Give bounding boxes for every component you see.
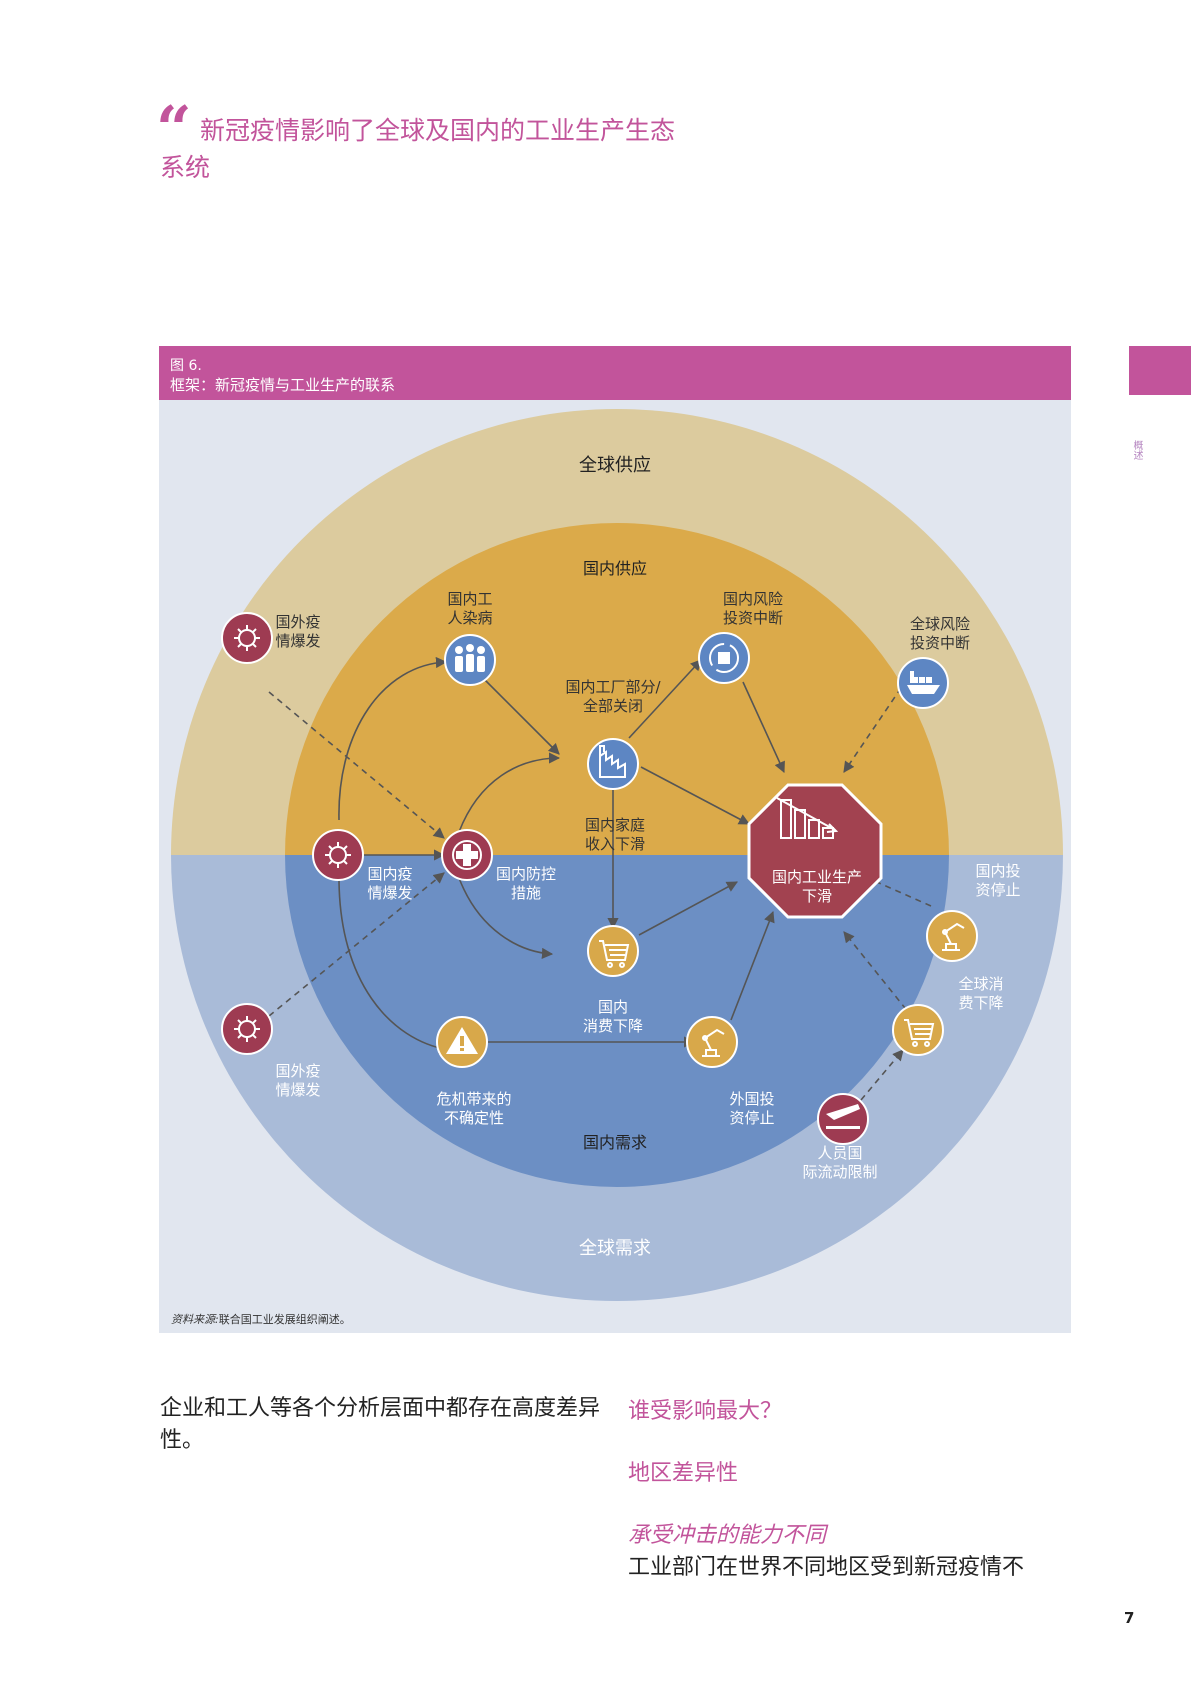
ring-label-domestic-supply: 国内供应: [582, 559, 648, 578]
arrow-factory-to-decline: [640, 766, 750, 825]
label-foreign-outbreak-top: 国外疫 情爆发: [275, 613, 321, 650]
domestic-demand-ring: [285, 855, 949, 1187]
factory-icon: [599, 745, 626, 778]
foreign-investment-stop-node: [686, 1016, 738, 1068]
foreign-outbreak-bottom-node: [221, 1003, 273, 1055]
arrow-investment-stop-to-decline: [859, 873, 932, 907]
arrow-risk-to-decline: [742, 681, 785, 774]
domestic-investment-stop-node: [926, 910, 978, 962]
arrow-global-consumption-to-decline: [843, 931, 914, 1019]
diagram-canvas: [171, 409, 1063, 1301]
arrow-measures-to-consumption: [458, 877, 554, 959]
foreign-outbreak-top-node: [221, 612, 273, 664]
label-domestic-measures: 国内防控 措施: [495, 865, 557, 902]
label-worker-infection: 国内工 人染病: [447, 590, 493, 627]
arrow-foreign-outbreak2-to-measures: [268, 872, 445, 1017]
ring-label-global-supply: 全球供应: [579, 455, 651, 476]
arrow-global-risk-to-decline: [843, 687, 902, 773]
label-foreign-outbreak-bottom: 国外疫 情爆发: [275, 1062, 321, 1099]
label-household-income: 国内家庭 收入下滑: [584, 816, 646, 853]
arrow-outbreak-to-workers-main: [338, 656, 448, 821]
robot-arm-icon: [702, 1028, 725, 1057]
label-foreign-investment-stop: 外国投 资停止: [729, 1090, 775, 1127]
mobility-restriction-node: [817, 1093, 869, 1145]
cargo-ship-icon: [907, 671, 940, 694]
virus-icon: [325, 842, 351, 868]
factory-closure-node: [587, 738, 639, 790]
ring-label-global-demand: 全球需求: [579, 1238, 651, 1259]
figure-title: 框架：新冠疫情与工业生产的联系: [170, 376, 396, 394]
arrow-measures-to-factory: [458, 752, 561, 833]
figure-number: 图 6.: [170, 358, 202, 374]
label-mobility-restriction: 人员国 际流动限制: [802, 1144, 878, 1181]
body-paragraph-left: 企业和工人等各个分析层面中都存在高度差异性。: [160, 1396, 601, 1453]
section-subheading: 地区差异性: [628, 1461, 739, 1486]
section-italic-heading: 承受冲击的能力不同: [628, 1523, 827, 1548]
label-global-risk-investment: 全球风险 投资中断: [909, 615, 971, 652]
section-tab: [1129, 346, 1191, 395]
label-global-consumption-drop: 全球消 费下降: [958, 975, 1004, 1012]
domestic-outbreak-node: [312, 829, 364, 881]
crisis-uncertainty-node: [436, 1016, 488, 1068]
warning-icon: [446, 1027, 478, 1054]
label-crisis-uncertainty: 危机带来的 不确定性: [436, 1090, 512, 1127]
arrow-factory-to-risk: [628, 659, 702, 739]
arrow-consumption-to-decline: [638, 881, 738, 936]
label-domestic-outbreak: 国内疫 情爆发: [367, 865, 413, 902]
ring-label-domestic-demand: 国内需求: [582, 1133, 648, 1152]
global-consumption-node: [892, 1004, 944, 1056]
page-number: 7: [1124, 1609, 1135, 1627]
section-question-heading: 谁受影响最大？: [628, 1399, 783, 1424]
body-paragraph-right: 工业部门在世界不同地区受到新冠疫情不: [628, 1555, 1025, 1580]
robot-arm-icon: [942, 922, 965, 951]
label-factory-closure: 国内工厂部分/ 全部关闭: [565, 678, 661, 715]
page-headline: 新冠疫情影响了全球及国内的工业生产生态系统: [160, 116, 676, 182]
shopping-cart-icon: [904, 1019, 935, 1047]
domestic-measures-node: [441, 829, 493, 881]
arrow-outbreak-to-uncertainty: [338, 877, 451, 1054]
workers-icon: [455, 644, 485, 672]
declining-chart-icon: [776, 797, 839, 839]
airplane-icon: [826, 1104, 860, 1129]
arrow-foreign-to-decline: [730, 910, 775, 1021]
source-text: 联合国工业发展组织阐述。: [218, 1313, 351, 1326]
label-domestic-risk-investment: 国内风险 投资中断: [722, 590, 784, 627]
framework-diagram: 全球供应 国内供应 国内需求 全球需求 国外疫 情爆发 国内工 人染病 国内工厂…: [159, 400, 1071, 1333]
medical-cross-icon: [452, 840, 482, 870]
global-risk-investment-node: [897, 657, 949, 709]
arrow-foreign-outbreak-to-measures: [268, 691, 445, 839]
domestic-risk-investment-node: [698, 632, 750, 684]
quote-mark: “: [156, 92, 192, 165]
section-label: 概述: [1131, 440, 1142, 460]
source-label: 资料来源:: [171, 1313, 219, 1326]
arrow-workers-to-factory: [480, 675, 560, 755]
label-industrial-decline: 国内工业生产 下滑: [771, 868, 863, 905]
shopping-cart-icon: [599, 940, 630, 968]
domestic-consumption-node: [587, 925, 639, 977]
virus-icon: [234, 1016, 260, 1042]
label-domestic-investment-stop: 国内投 资停止: [975, 862, 1021, 899]
label-domestic-consumption-drop: 国内 消费下降: [582, 998, 644, 1035]
figure-source: 资料来源:联合国工业发展组织阐述。: [171, 1311, 351, 1327]
virus-icon: [234, 625, 260, 651]
worker-infection-node: [444, 634, 496, 686]
investment-cycle-icon: [709, 643, 739, 673]
figure-header: 图 6. 框架：新冠疫情与工业生产的联系: [159, 346, 1071, 400]
